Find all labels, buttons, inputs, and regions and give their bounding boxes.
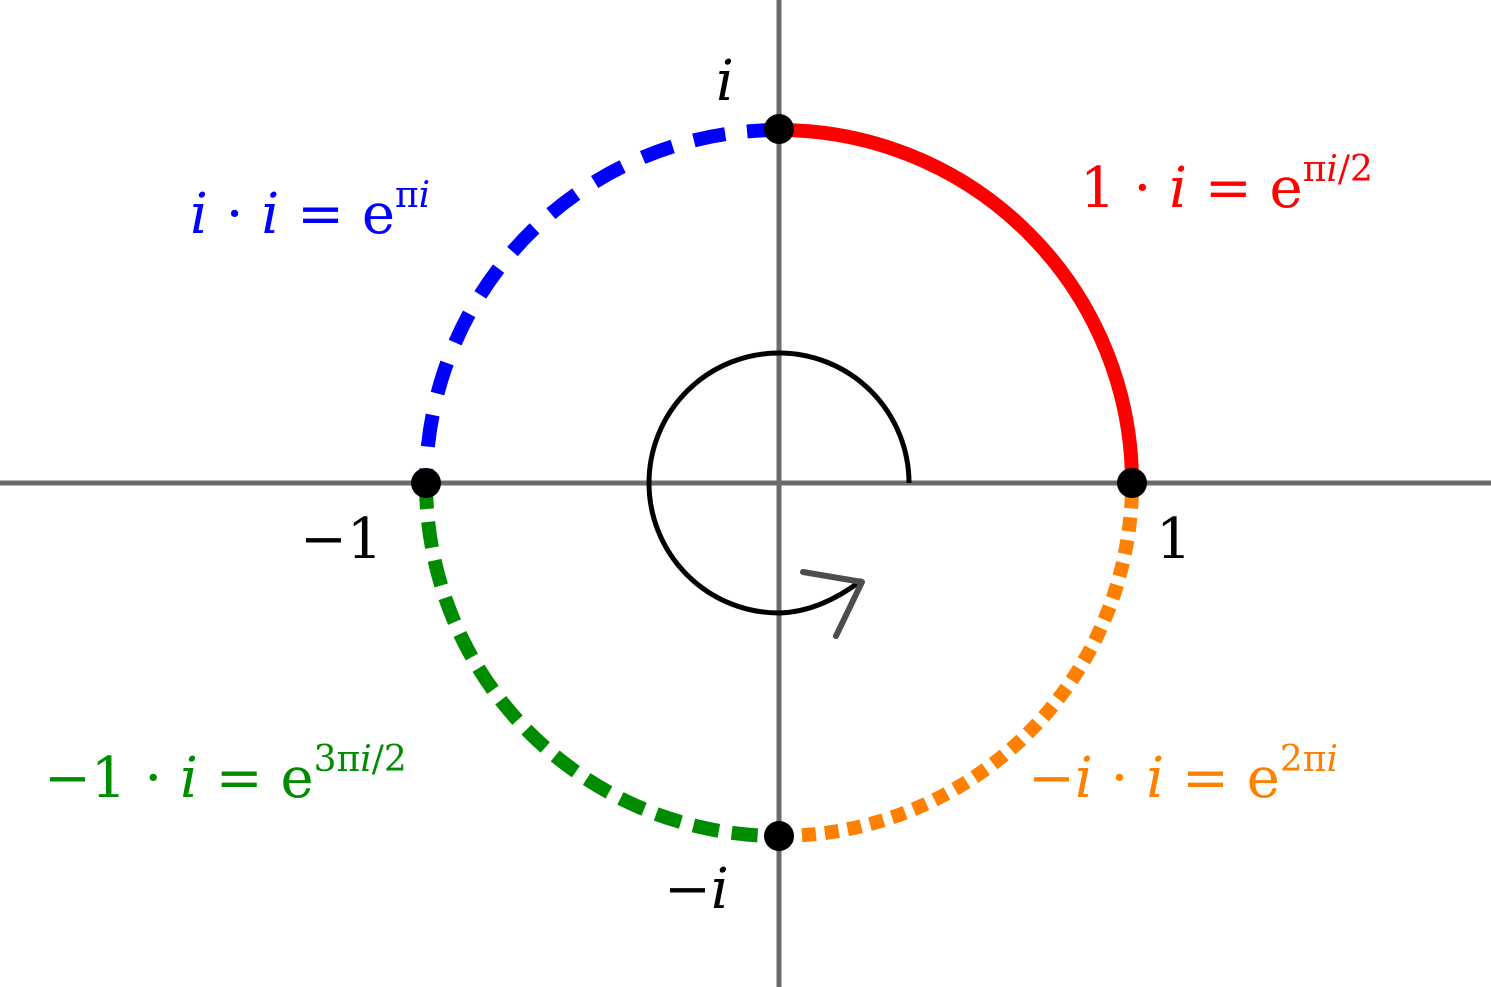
eq-orange-base: e (1246, 746, 1280, 811)
equation-red: 1 · i = eπi/2 (1080, 152, 1373, 217)
eq-red-exponent: πi/2 (1303, 149, 1373, 190)
red-arc (778, 123, 1139, 484)
label-plus-i: i (716, 49, 734, 114)
eq-orange-eq: = (1182, 746, 1229, 811)
eq-orange-exp-a: 2π (1279, 739, 1327, 780)
rotation-arrow-head (800, 569, 865, 639)
eq-orange-lhs-b: i (1146, 746, 1165, 811)
eq-green-exp-a: 3π (313, 739, 361, 780)
eq-green-eq: = (215, 746, 263, 811)
eq-blue-eq: = (297, 182, 345, 247)
eq-orange-lhs-a: −i (1028, 746, 1093, 811)
orange-arc (778, 482, 1139, 843)
eq-blue-lhs-b: i (261, 182, 280, 247)
eq-green-base: e (280, 746, 314, 811)
eq-red-eq: = (1204, 156, 1252, 221)
equation-green: −1 · i = e3πi/2 (44, 742, 407, 807)
eq-green-lhs-a: −1 (44, 746, 127, 811)
point-minus-one (411, 468, 441, 498)
equation-blue: i · i = eπi (190, 178, 430, 243)
eq-blue-exponent: πi (395, 175, 430, 216)
eq-orange-dot: · (1110, 746, 1129, 811)
eq-red-exp-c: /2 (1337, 149, 1373, 190)
blue-arc (419, 123, 780, 484)
eq-blue-exp-a: π (394, 175, 419, 216)
eq-red-lhs-b: i (1169, 156, 1187, 221)
rotation-arrow-arc (646, 350, 912, 616)
equation-orange: −i · i = e2πi (1028, 742, 1338, 807)
point-one (1117, 468, 1147, 498)
label-minus-i: −i (664, 862, 729, 918)
point-minus-i (764, 821, 794, 851)
eq-blue-base: e (361, 182, 395, 247)
label-plus-one: 1 (1156, 507, 1192, 572)
eq-orange-exp-b: i (1326, 739, 1338, 780)
label-minus-i-text: −i (664, 857, 729, 922)
eq-red-exp-b: i (1326, 149, 1338, 190)
eq-blue-lhs-a: i (190, 182, 208, 247)
eq-green-dot: · (144, 746, 163, 811)
eq-orange-exponent: 2πi (1280, 739, 1338, 780)
eq-green-exp-b: i (360, 739, 372, 780)
eq-green-exponent: 3πi/2 (314, 739, 407, 780)
eq-red-exp-a: π (1302, 149, 1327, 190)
eq-red-lhs-a: 1 (1080, 156, 1116, 221)
eq-red-dot: · (1133, 156, 1152, 221)
eq-green-lhs-b: i (180, 746, 198, 811)
eq-green-exp-c: /2 (371, 739, 407, 780)
green-arc (419, 482, 780, 843)
label-minus-one: −1 (300, 507, 383, 572)
eq-blue-dot: · (225, 182, 244, 247)
eq-red-base: e (1269, 156, 1303, 221)
point-i (764, 114, 794, 144)
eq-blue-exp-b: i (418, 175, 431, 216)
